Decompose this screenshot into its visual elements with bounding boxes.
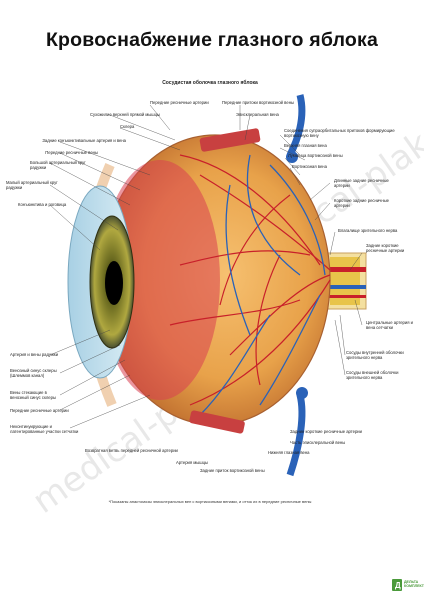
label-vortex-bulb: Луковица вортикозной вены xyxy=(288,153,343,158)
label-retina-areas: Неконтинуирующие и латентированные участ… xyxy=(10,424,79,434)
label-veins-to-sinus: Вены стекающие в венозный синус склеры xyxy=(10,390,56,400)
label-posterior-conjunctival: Задние конъюнктивальные артерия и вена xyxy=(42,138,126,143)
label-inferior-ophthalmic-vein: Нижняя глазная вена xyxy=(268,450,310,455)
vein-network xyxy=(199,154,326,416)
label-iris-artery-veins: Артерия и вены радужки xyxy=(10,352,59,357)
label-anterior-ciliary-arteries-left: Передние ресничные артерии xyxy=(10,408,69,413)
publisher-logo-text: ДЕЛЬТА КОМПЛЕКТ xyxy=(404,580,424,588)
label-supraorbital-connections: Соединения супраорбитальных притоков фор… xyxy=(284,128,395,138)
label-superior-rectus-tendon: Сухожилие верхней прямой мышцы xyxy=(90,112,161,117)
inferior-rectus-tendon xyxy=(189,410,245,434)
logo-line2: КОМПЛЕКТ xyxy=(404,584,424,588)
artery-network xyxy=(169,154,331,406)
poster-title: Кровоснабжение глазного яблока xyxy=(45,29,379,51)
publisher-logo: Д xyxy=(392,579,402,591)
label-episcleral-vein: Эписклеральная вена xyxy=(236,112,279,117)
label-posterior-vortex-tributary: Задние приток вортикозной вены xyxy=(200,468,265,473)
label-muscle-artery: Артерия мышцы xyxy=(176,460,208,465)
pupil xyxy=(105,261,123,305)
label-superior-ophthalmic-vein: Верхняя глазная вена xyxy=(284,143,327,148)
label-anterior-ciliary-veins: Передние ресничные вены xyxy=(45,150,98,155)
label-inner-sheath-vessels: Сосуды внутренней оболочки зрительного н… xyxy=(346,350,404,360)
footnote: *Показаны анастомозы эписклеральных вен … xyxy=(108,499,312,504)
label-short-ciliary-arteries-right: Задние короткие ресничные артерии xyxy=(366,243,405,253)
label-episcleral-vein-part: Часть эписклеральной вены xyxy=(290,440,346,445)
label-vortex-vein: Вортикозная вена xyxy=(292,164,327,169)
label-anterior-ciliary-arteries-top: Передние ресничные артерии xyxy=(150,100,209,105)
label-central-retinal-vessels: Центральные артерия и вена сетчатки xyxy=(366,320,413,330)
label-optic-nerve-sheath: Влагалище зрительного нерва xyxy=(338,228,398,233)
label-conjunctiva-cornea: Конъюнктива и роговица xyxy=(18,202,67,207)
logo-line1: ДЕЛЬТА xyxy=(404,580,419,584)
label-schlemm-canal: Венозный синус склеры (Шлеммов канал) xyxy=(10,368,57,378)
label-short-ciliary-arteries-bottom: Задние короткие ресничные артерии xyxy=(290,429,362,434)
svg-text:Д: Д xyxy=(395,581,401,590)
label-sclera: Склера xyxy=(120,124,135,129)
diagram-subtitle: Сосудистая оболочка глазного яблока xyxy=(162,80,258,86)
label-lesser-arterial-circle: Малый артериальный круг радужки xyxy=(6,180,58,190)
label-recurrent-branch: Возвратная ветвь передней ресничной арте… xyxy=(85,448,178,453)
label-short-posterior-ciliary: Короткие задние ресничные артерии xyxy=(334,198,389,208)
ciliary-region xyxy=(100,160,220,400)
label-outer-sheath-vessels: Сосуды внешней оболочки зрительного нерв… xyxy=(346,370,399,380)
label-greater-arterial-circle: Большой артериальный круг радужки xyxy=(30,160,86,170)
vortex-vein-bottom xyxy=(286,387,308,477)
label-vortex-anterior-tributaries: Передние притоки вортикозной вены xyxy=(222,100,295,105)
label-long-posterior-ciliary: Длинные задние ресничные артерии xyxy=(334,178,389,188)
